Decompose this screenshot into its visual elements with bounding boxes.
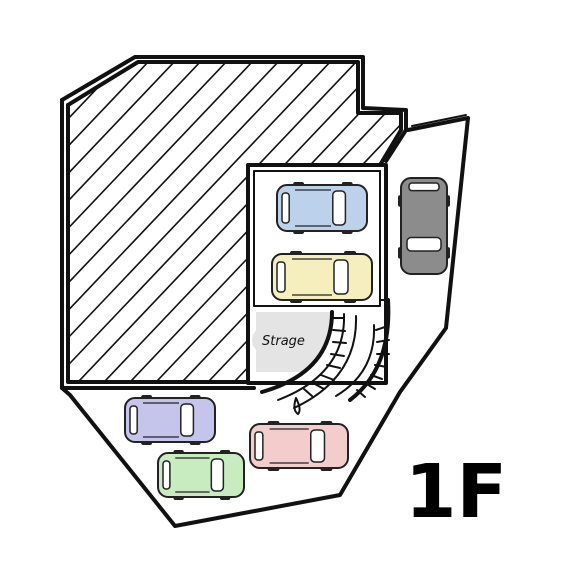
car-green [157,450,245,500]
car-body [276,184,368,232]
car-pink [249,421,349,471]
hatch-line [68,62,163,382]
building-inner-wall [66,60,403,167]
car-windshield [406,236,442,252]
car-windshield [180,403,195,437]
stair-tread [370,374,383,380]
car-blue [276,182,368,234]
hatch-line [68,62,189,382]
stair-tread [303,388,313,397]
hatch-line [68,62,241,382]
car-windshield [210,458,225,492]
stair-tread [330,353,345,357]
hatch-line [68,62,345,382]
car-gray [398,177,450,275]
stair-rail-mid [293,315,358,409]
hatch-line [0,20,58,420]
stair-tread [332,329,346,332]
hatch-line [0,20,6,420]
stair-tread [332,341,347,344]
hatch-line [432,20,566,420]
storage-fill [252,318,328,362]
car-body [271,253,373,301]
storage-room: Strage [252,312,330,372]
storage-label: Strage [262,334,305,349]
car-rear-window [162,460,171,490]
garage-right-wall [379,170,389,301]
car-body [249,423,349,469]
building-left-inner [66,103,250,384]
car-rear-window [254,431,264,461]
stair-tread [356,389,366,398]
site-boundary-right-inner [411,114,467,127]
car-rear-window [276,261,286,293]
car-body [124,397,216,443]
car-rear-window [129,405,138,435]
stair-inner-rail-right [335,324,376,397]
curved-stairs [260,298,391,415]
stair-tread [312,382,325,390]
stair-tread [374,364,388,368]
car-body [157,452,245,498]
hatch-line [484,20,566,420]
door-swing [293,397,301,415]
stair-treads [303,317,390,398]
car-windshield [333,259,349,295]
stair-tread [364,382,376,390]
parked-cars [124,177,450,500]
hatch-line [68,62,371,382]
site-boundary-right [60,116,470,528]
car-rear-window [281,192,290,224]
hatch-line [68,62,215,382]
car-purple [124,395,216,445]
garage-room-outer [246,163,388,385]
car-windshield [310,429,326,463]
hatch-line [68,62,85,382]
stair-tread [375,325,389,331]
floor-label: 1F [405,449,507,535]
hatch-line [458,20,566,420]
car-rear-window [408,182,440,192]
hatch-line [0,20,32,420]
car-body [400,177,448,275]
hatch-line [68,62,293,382]
stair-tread [326,364,341,369]
stair-outer-wall-right [348,298,391,402]
car-yellow [271,251,373,303]
car-windshield [332,190,347,226]
stair-tread [376,339,390,343]
hatch-line [68,62,397,382]
stair-tread [320,374,335,381]
hatch-line [68,62,319,382]
hatch-line [68,62,267,382]
stair-outer-wall-left [260,310,334,394]
